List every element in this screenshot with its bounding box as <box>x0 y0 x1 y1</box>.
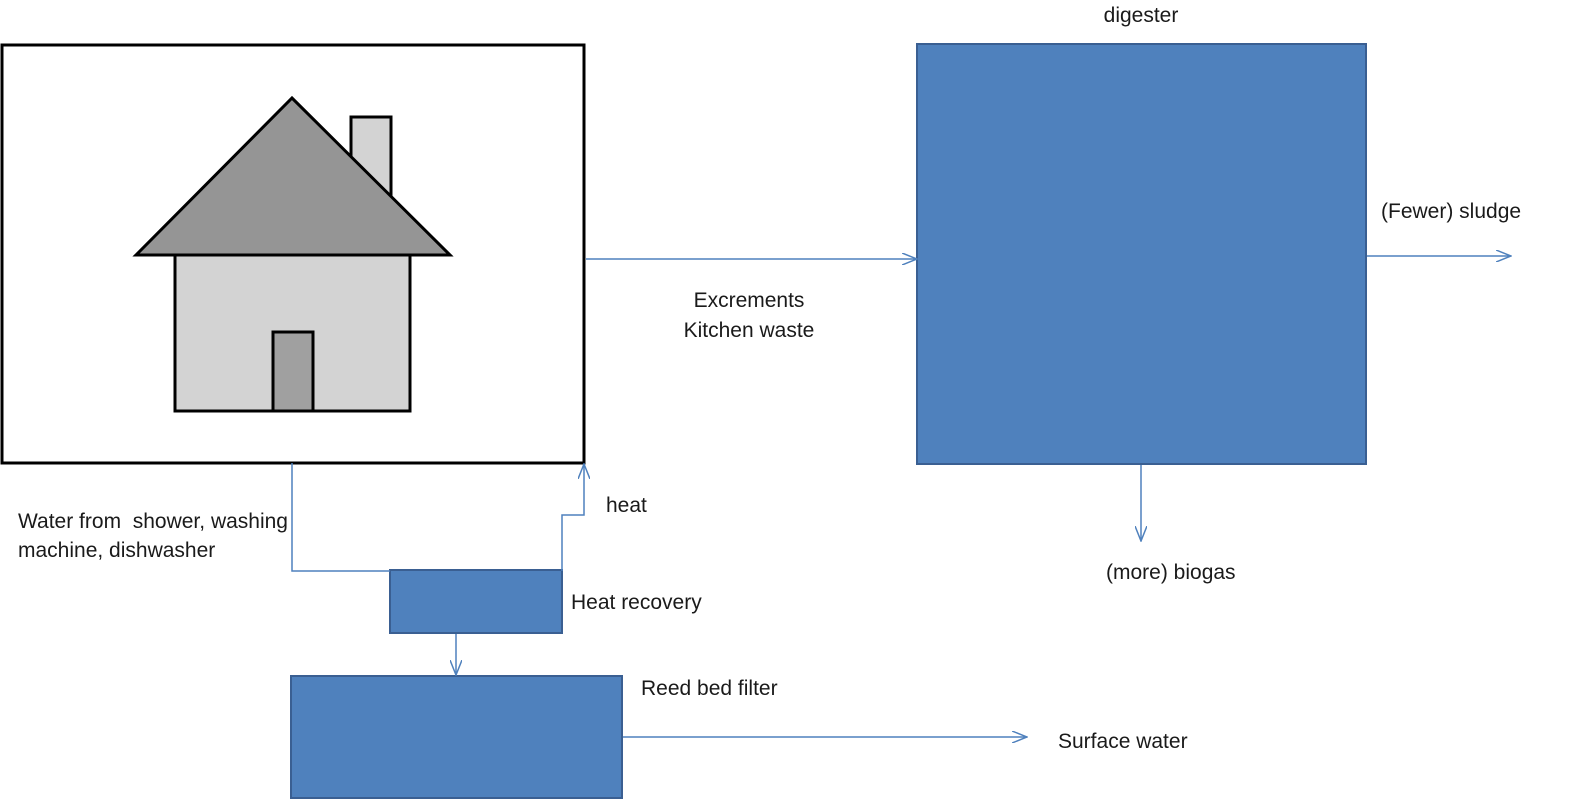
excrements-label: Excrements <box>694 289 805 312</box>
heat-recovery-label: Heat recovery <box>571 591 702 614</box>
more-biogas-label: (more) biogas <box>1106 561 1236 584</box>
reed-bed-filter-box <box>290 675 623 799</box>
reed-bed-filter-label: Reed bed filter <box>641 677 778 700</box>
greywater-flow-line <box>291 463 390 572</box>
house-icon <box>132 95 454 413</box>
fewer-sludge-label: (Fewer) sludge <box>1381 200 1521 223</box>
digester-box <box>916 43 1367 465</box>
surface-water-label: Surface water <box>1058 730 1188 753</box>
water-source-label-line1: Water from shower, washing <box>18 510 288 533</box>
water-source-label-line2: machine, dishwasher <box>18 539 215 562</box>
heat-flow-arrow <box>561 464 584 571</box>
kitchen-waste-label: Kitchen waste <box>684 319 815 342</box>
house-door <box>271 330 315 413</box>
heat-label: heat <box>606 494 647 517</box>
digester-label: digester <box>1104 4 1179 27</box>
heat-recovery-box <box>389 569 563 634</box>
